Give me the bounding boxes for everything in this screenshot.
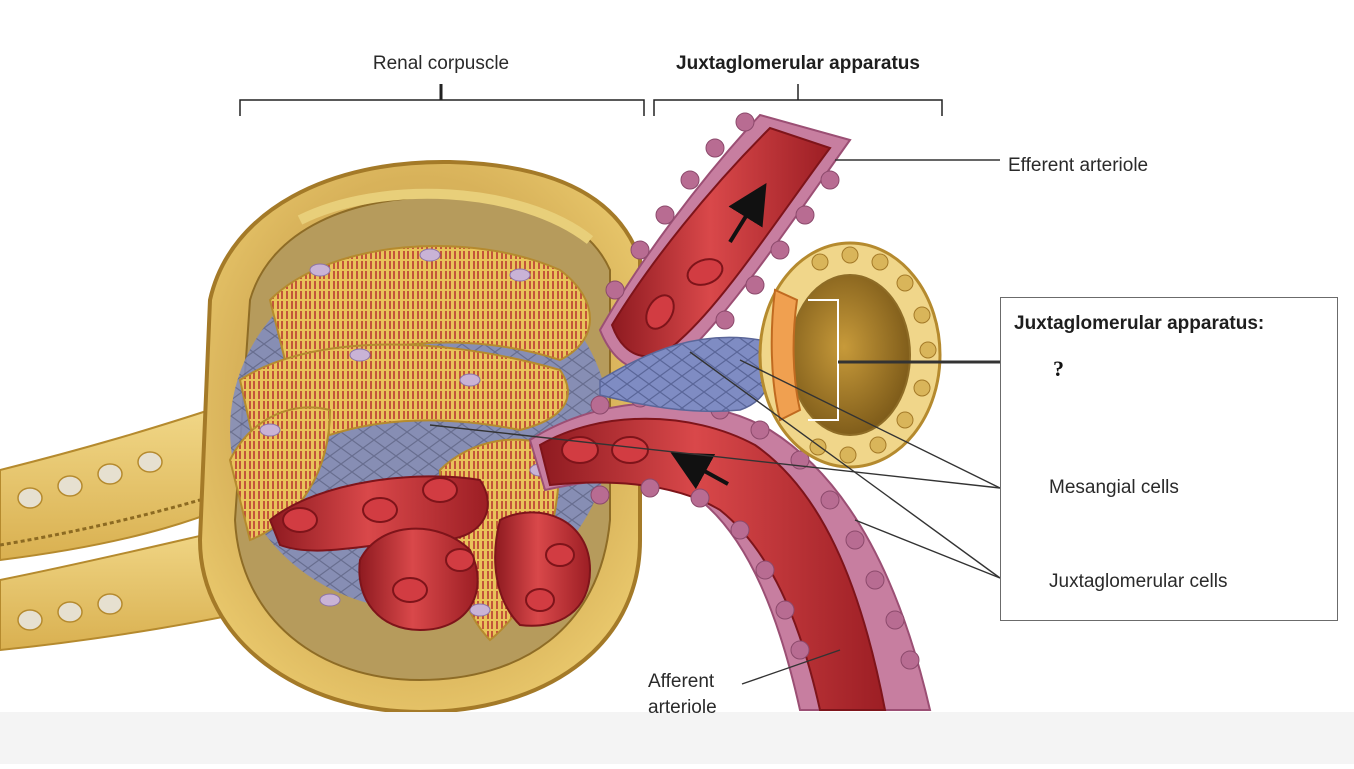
- legend-item-juxtaglomerular-cells: Juxtaglomerular cells: [1049, 571, 1228, 592]
- footer-bar: [0, 712, 1354, 764]
- distal-tubule: [758, 241, 942, 469]
- leader-mesangial-2: [739, 359, 1001, 489]
- efferent-arteriole: [598, 112, 852, 372]
- afferent-arteriole: [528, 388, 932, 711]
- label-renal-corpuscle: Renal corpuscle: [372, 53, 510, 74]
- label-efferent-arteriole: Efferent arteriole: [1008, 155, 1149, 176]
- leader-lines: [429, 159, 1001, 685]
- jga-legend-box: Juxtaglomerular apparatus: ? Mesangial c…: [1000, 297, 1338, 621]
- label-afferent-line2: arteriole: [648, 697, 717, 718]
- leader-juxtaglomerular-2: [854, 519, 1001, 579]
- label-afferent-line1: Afferent: [648, 671, 715, 692]
- legend-placeholder: ?: [1053, 356, 1064, 381]
- leader-mesangial-1: [429, 424, 1001, 489]
- bracket-juxtaglomerular-apparatus: [653, 84, 943, 116]
- leader-afferent-arteriole: [741, 649, 841, 685]
- legend-title: Juxtaglomerular apparatus:: [1014, 313, 1265, 334]
- leader-juxtaglomerular-1: [689, 351, 1001, 579]
- label-juxtaglomerular-apparatus: Juxtaglomerular apparatus: [676, 53, 920, 74]
- glomerulus: [228, 245, 610, 642]
- legend-item-mesangial-cells: Mesangial cells: [1049, 477, 1179, 498]
- bracket-renal-corpuscle: [239, 84, 645, 116]
